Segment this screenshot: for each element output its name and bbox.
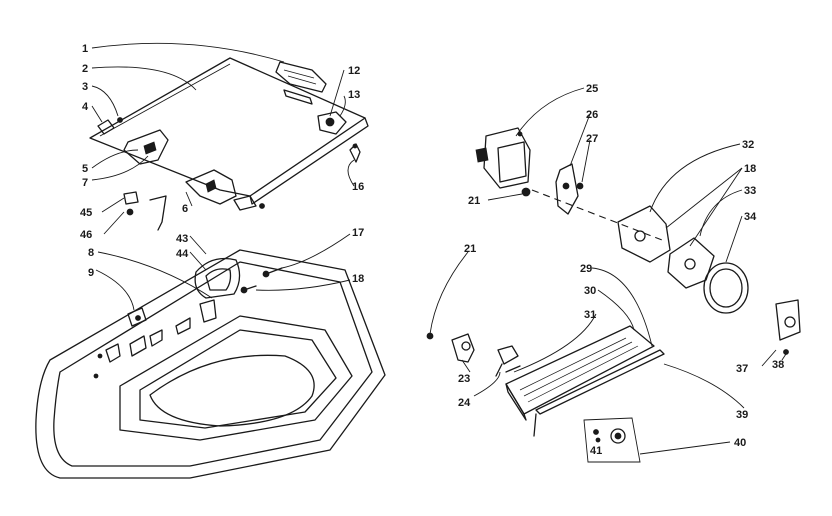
- callout-9: 9: [88, 267, 94, 279]
- dial-33: [667, 237, 715, 289]
- timer-bracket: [555, 163, 579, 215]
- trim-strip-39: [533, 349, 665, 437]
- callout-24: 24: [458, 397, 471, 409]
- callout-2: 2: [82, 63, 88, 75]
- callout-38: 38: [772, 359, 784, 371]
- screw-41: [595, 437, 601, 443]
- callout-labels: 1 2 3 4 5 7 6 45 46 43 44 8 9 12 13 16 1…: [80, 43, 784, 457]
- callout-27: 27: [586, 133, 598, 145]
- callout-41: 41: [590, 445, 602, 457]
- callout-6: 6: [182, 203, 188, 215]
- lid-bumper: [317, 111, 347, 135]
- callout-34: 34: [744, 211, 757, 223]
- callout-30: 30: [584, 285, 596, 297]
- console-back-panel: [505, 325, 655, 421]
- timer-motor: [475, 127, 531, 189]
- callout-4: 4: [82, 101, 89, 113]
- callout-12: 12: [348, 65, 360, 77]
- callout-16: 16: [352, 181, 364, 193]
- callout-31: 31: [584, 309, 596, 321]
- panel-clip-9: [127, 307, 147, 327]
- callout-46: 46: [80, 229, 92, 241]
- callout-25: 25: [586, 83, 598, 95]
- callout-5: 5: [82, 163, 88, 175]
- callout-3: 3: [82, 81, 88, 93]
- callout-45: 45: [80, 207, 92, 219]
- timer-screw: [521, 182, 584, 197]
- leader-lines: [91, 42, 787, 455]
- switch-23: [426, 332, 475, 363]
- callout-7: 7: [82, 177, 88, 189]
- dial-plate-32: [617, 205, 671, 263]
- lid-switch-bracket: [194, 257, 241, 323]
- lid-hinge-left: [97, 117, 169, 165]
- screws-17-18: [240, 267, 283, 294]
- lid-handle: [275, 61, 327, 105]
- callout-39: 39: [736, 409, 748, 421]
- callout-18-right: 18: [744, 163, 756, 175]
- lid-hinge-right: [185, 169, 265, 211]
- callout-44: 44: [176, 248, 189, 260]
- callout-1: 1: [82, 43, 88, 55]
- hinge-clip: [123, 191, 167, 231]
- callout-21-bottom: 21: [464, 243, 476, 255]
- callout-23: 23: [458, 373, 470, 385]
- console-controls: [93, 317, 191, 379]
- callout-33: 33: [744, 185, 756, 197]
- callout-8: 8: [88, 247, 94, 259]
- callout-37: 37: [736, 363, 748, 375]
- callout-43: 43: [176, 233, 188, 245]
- lid: [89, 57, 369, 205]
- lid-stop: [349, 143, 361, 163]
- switch-24: [495, 345, 519, 377]
- knob-40: [583, 417, 641, 463]
- callout-13: 13: [348, 89, 360, 101]
- bezel-ring-34: [703, 262, 749, 314]
- callout-18-left: 18: [352, 273, 364, 285]
- callout-32: 32: [742, 139, 754, 151]
- knob-38: [775, 299, 801, 355]
- callout-17: 17: [352, 227, 364, 239]
- callout-40: 40: [734, 437, 746, 449]
- callout-21-top: 21: [468, 195, 480, 207]
- callout-29: 29: [580, 263, 592, 275]
- top-panel: [35, 249, 386, 479]
- callout-26: 26: [586, 109, 598, 121]
